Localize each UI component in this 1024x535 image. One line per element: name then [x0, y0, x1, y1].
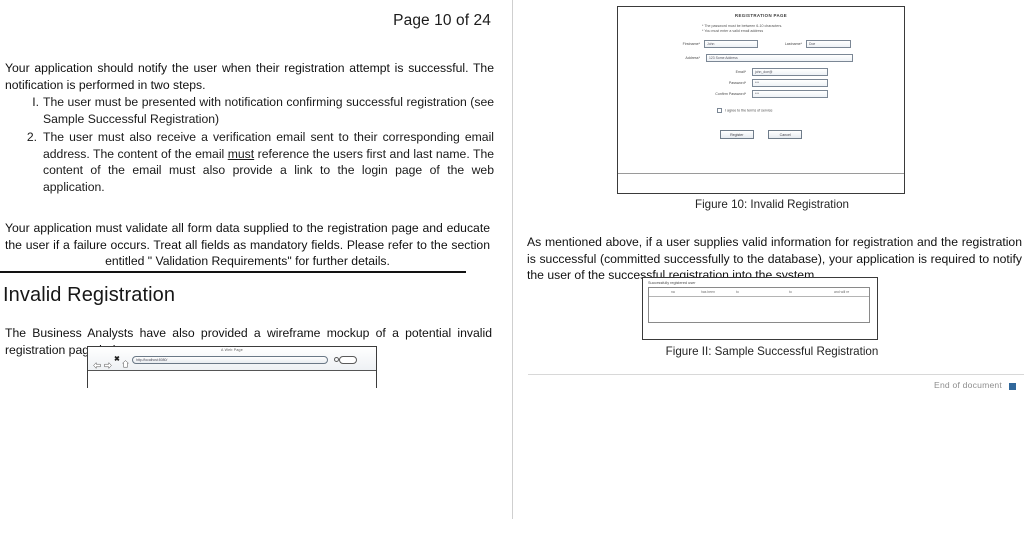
end-of-document-marker [1009, 383, 1016, 390]
terms-checkbox-row[interactable]: I agree to the terms of service [717, 108, 773, 113]
browser-chrome: A Web Page ✖ http://localhost:8080/ [88, 347, 376, 371]
form-buttons: Register Cancel [618, 123, 904, 141]
browser-nav-icons: ✖ [93, 355, 130, 369]
success-message: Successfully registered user [648, 281, 696, 285]
success-details-panel: na has been to to and will re [648, 287, 870, 323]
password-label: Password* [728, 80, 746, 85]
detail-cell: na [671, 289, 675, 294]
url-input[interactable]: http://localhost:8080/ [132, 356, 328, 364]
browser-wireframe-mockup: A Web Page ✖ http://localhost:8080/ [87, 346, 377, 388]
firstname-field[interactable]: John [704, 40, 758, 48]
detail-cell: to [789, 289, 792, 294]
email-row: Email* john_doe@ [670, 68, 828, 76]
detail-cell: has been [701, 289, 715, 294]
left-page-column: Page 10 of 24 Your application should no… [0, 0, 505, 535]
figure-inner-divider [618, 173, 904, 174]
error-message: * The password must be between 6-10 char… [702, 24, 783, 28]
browser-toolbar: ✖ http://localhost:8080/ [88, 354, 376, 369]
confirm-password-row: Confirm Password* *** [670, 90, 828, 98]
cancel-button[interactable]: Cancel [768, 130, 803, 139]
figure-11-caption: Figure II: Sample Successful Registratio… [665, 345, 879, 358]
list-item: I. The user must be presented with notif… [5, 94, 494, 127]
address-value: 123 Some Address [709, 56, 738, 60]
search-icon [334, 357, 339, 362]
section-divider-rule [0, 271, 466, 273]
intro-paragraph: Your application should notify the user … [5, 61, 494, 92]
confirm-password-label: Confirm Password* [715, 91, 746, 96]
email-label: Email* [735, 69, 746, 74]
right-page-column: REGISTRATION PAGE * The password must be… [520, 0, 1024, 535]
address-field[interactable]: 123 Some Address [706, 54, 853, 62]
list-item-text-before: The user must also receive a verificatio… [43, 130, 494, 161]
terms-checkbox[interactable] [717, 108, 722, 113]
stop-icon: ✖ [114, 355, 120, 363]
notification-steps-list: I. The user must be presented with notif… [5, 94, 494, 198]
detail-cell: and will re [834, 289, 850, 294]
error-message: * You must enter a valid email address [702, 29, 764, 34]
search-input[interactable] [339, 356, 357, 364]
url-input-value: http://localhost:8080/ [136, 357, 168, 362]
browser-window-title: A Web Page [221, 348, 243, 352]
back-arrow-icon [93, 356, 101, 369]
document-footer-rule [528, 374, 1024, 375]
password-field[interactable]: *** [752, 79, 828, 87]
browser-viewport [88, 371, 376, 388]
emphasis-must: must [227, 146, 255, 161]
list-item: 2. The user must also receive a verifica… [5, 129, 494, 195]
forward-arrow-icon [103, 356, 112, 369]
registration-page-title: REGISTRATION PAGE [734, 13, 788, 18]
password-value: *** [755, 81, 759, 85]
address-label: Address* [685, 55, 700, 60]
address-row: Address* 123 Some Address [670, 54, 853, 62]
page-title: Invalid Registration [3, 284, 176, 306]
list-item-text: The user must be presented with notifica… [43, 95, 494, 126]
lastname-label: Lastname* [784, 41, 802, 46]
detail-row-underline [649, 295, 869, 297]
firstname-label: Firstname* [682, 41, 700, 46]
firstname-value: John [707, 42, 715, 46]
register-button[interactable]: Register [719, 130, 754, 139]
figure-10-caption: Figure 10: Invalid Registration [694, 198, 850, 211]
list-marker: 2. [26, 130, 37, 145]
home-icon [122, 355, 130, 368]
figure-10-image: REGISTRATION PAGE * The password must be… [617, 6, 905, 194]
terms-checkbox-label: I agree to the terms of service [725, 108, 773, 113]
list-item-text-after: reference the users first and last name.… [43, 146, 494, 194]
list-marker: I. [32, 95, 39, 109]
page-divider [512, 0, 513, 519]
firstname-row: Firstname* John Lastname* Doe [670, 40, 851, 48]
lastname-field[interactable]: Doe [806, 40, 851, 48]
lastname-value: Doe [809, 42, 816, 46]
detail-cell: to [736, 289, 739, 294]
email-value: john_doe@ [755, 70, 773, 74]
browser-search-box[interactable] [334, 355, 358, 365]
validation-error-messages: * The password must be between 6-10 char… [702, 24, 782, 34]
figure-11-image: Successfully registered user na has been… [642, 277, 878, 340]
page-number: Page 10 of 24 [393, 12, 491, 29]
password-row: Password* *** [670, 79, 828, 87]
success-detail-row: na has been to to and will re [649, 290, 869, 296]
end-of-document-label: End of document [934, 380, 1002, 390]
confirm-password-value: *** [755, 92, 759, 96]
validation-paragraph: Your application must validate all form … [5, 221, 490, 269]
confirm-password-field[interactable]: *** [752, 90, 828, 98]
email-field[interactable]: john_doe@ [752, 68, 828, 76]
